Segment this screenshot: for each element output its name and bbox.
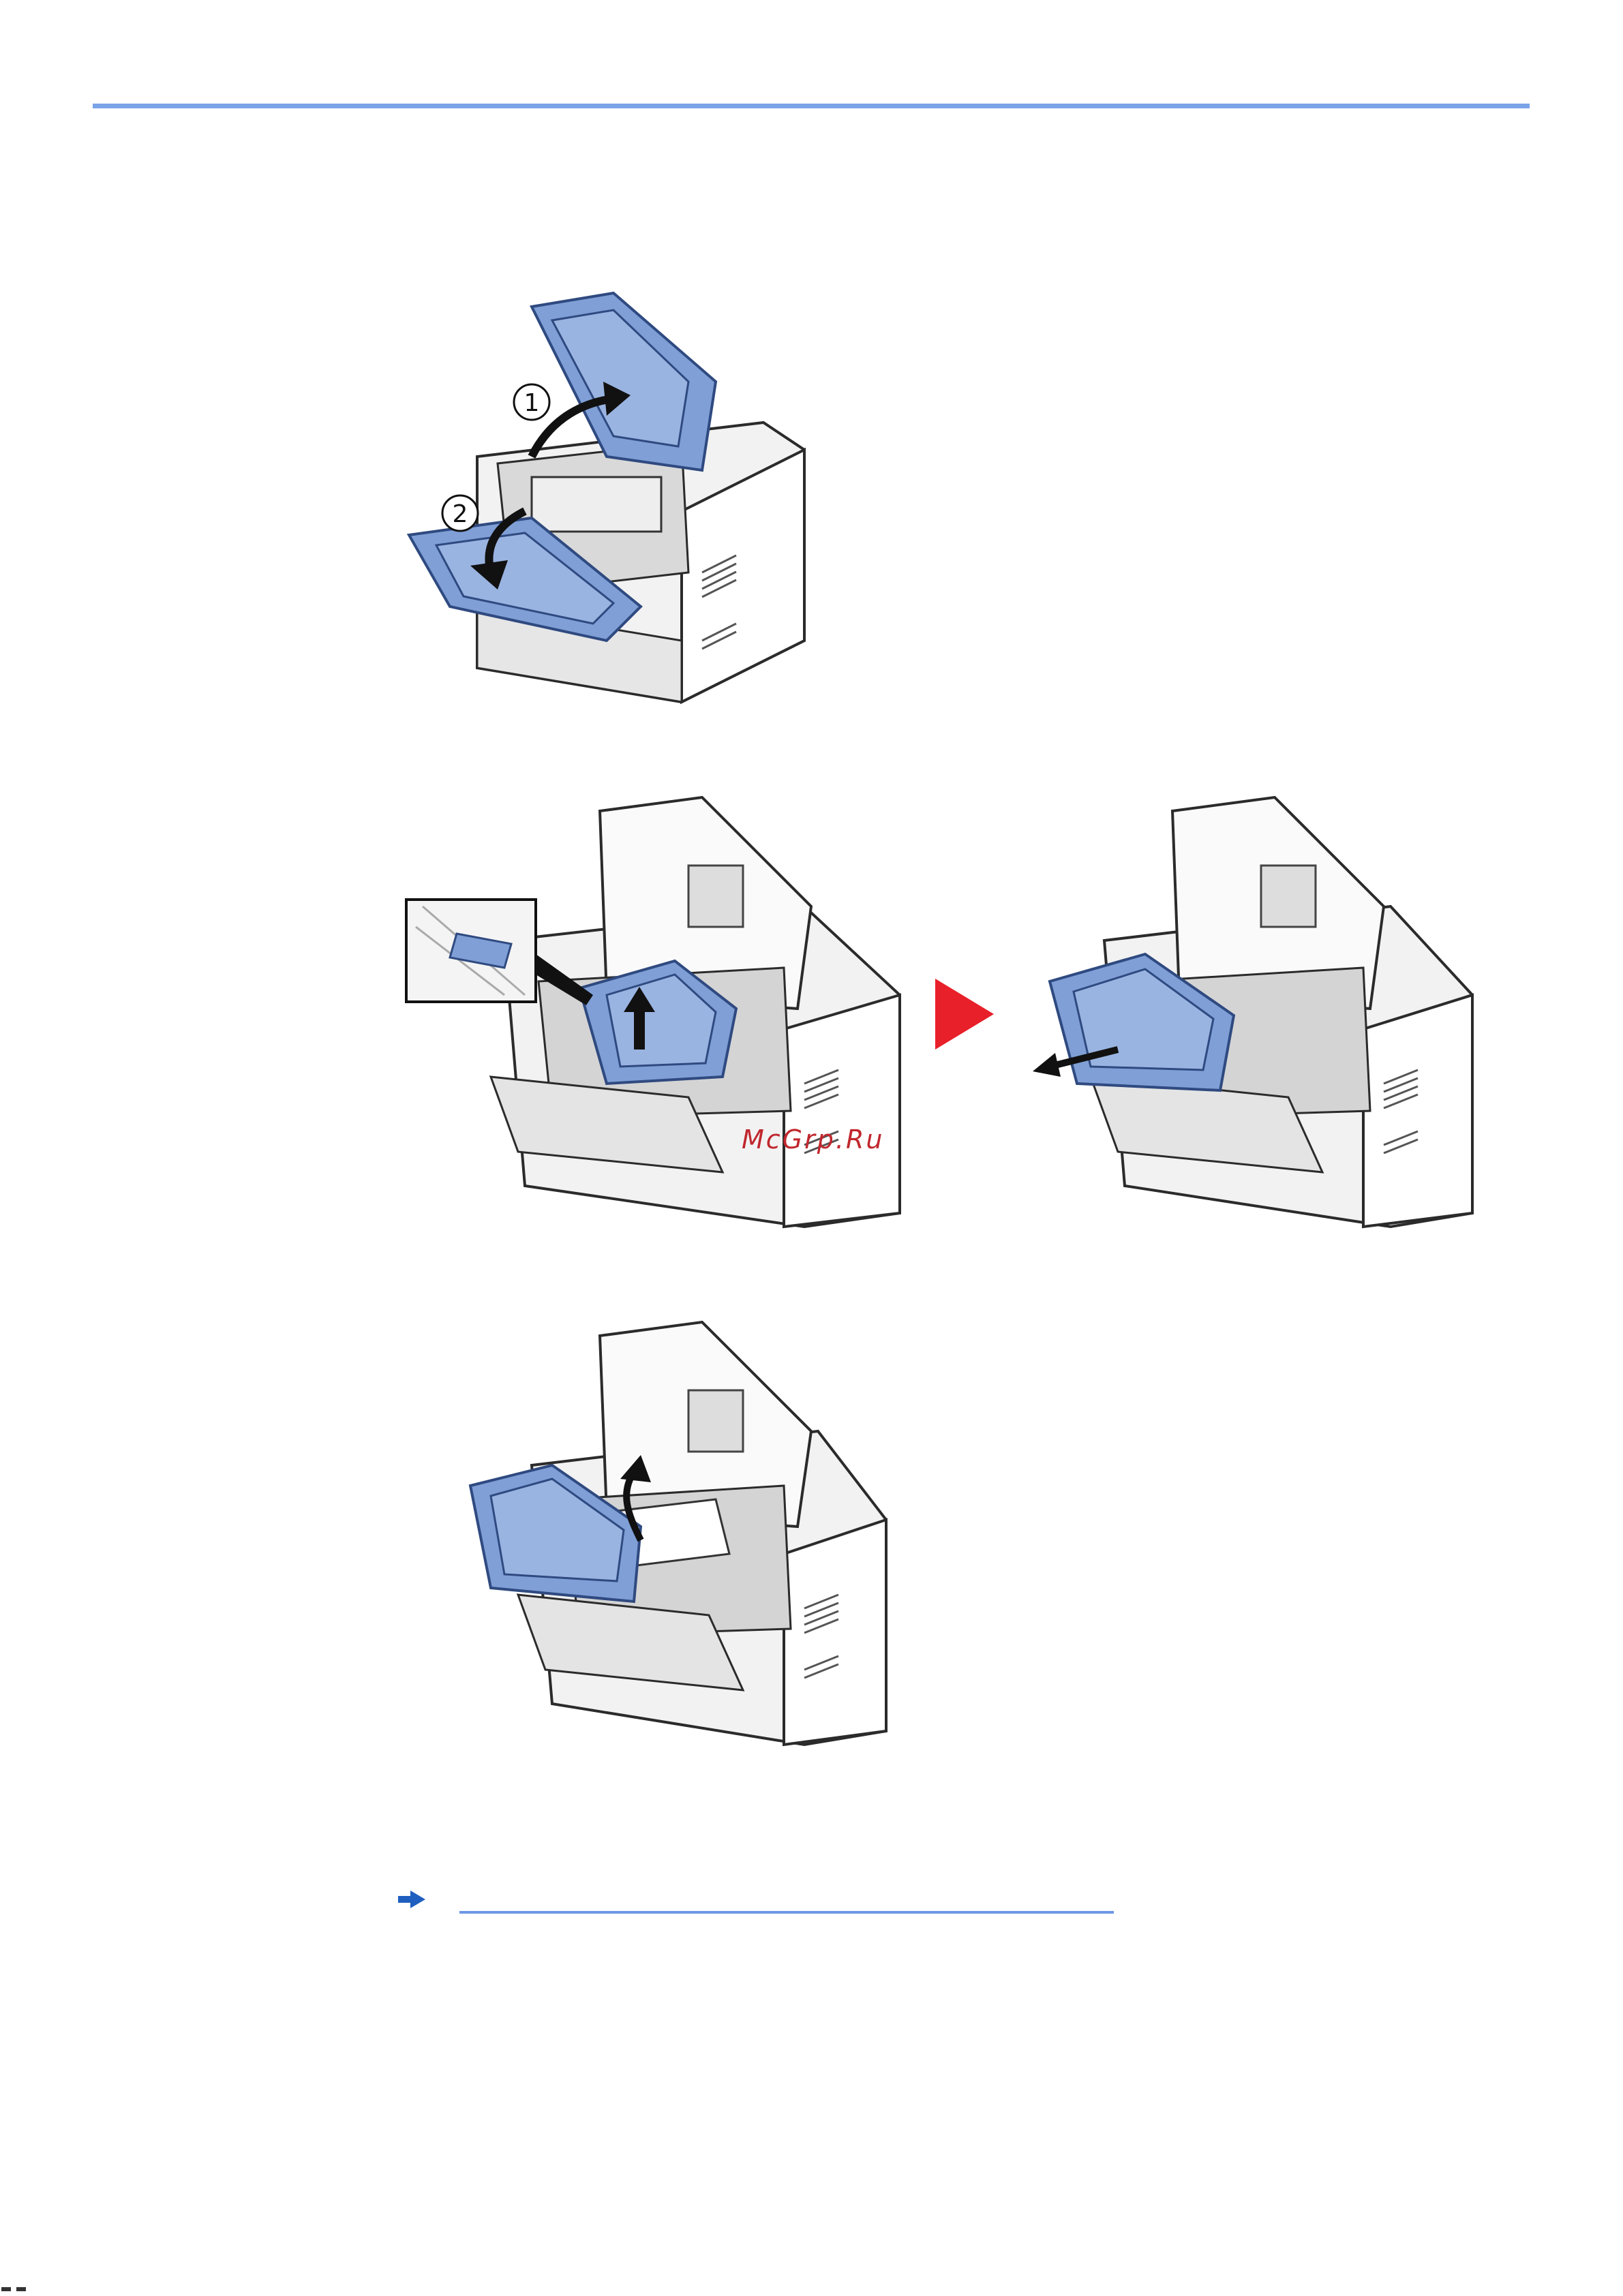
- figure-remove-toner: [1036, 791, 1472, 1234]
- header-rule: [93, 104, 1530, 108]
- reference-row: [398, 1878, 1114, 1919]
- play-triangle-icon: [935, 979, 994, 1050]
- arrow-right-icon: [398, 1891, 425, 1908]
- figure-open-covers: 1 2: [395, 286, 818, 709]
- callout-2-label: 2: [453, 500, 468, 528]
- watermark-text: McGrp.Ru: [742, 1124, 884, 1154]
- reference-link[interactable]: [459, 1878, 1114, 1914]
- page-corner-mark: [0, 2283, 41, 2296]
- figure-remove-paper: [464, 1315, 900, 1751]
- figure-release-lever: [402, 791, 920, 1234]
- callout-1-label: 1: [524, 389, 540, 417]
